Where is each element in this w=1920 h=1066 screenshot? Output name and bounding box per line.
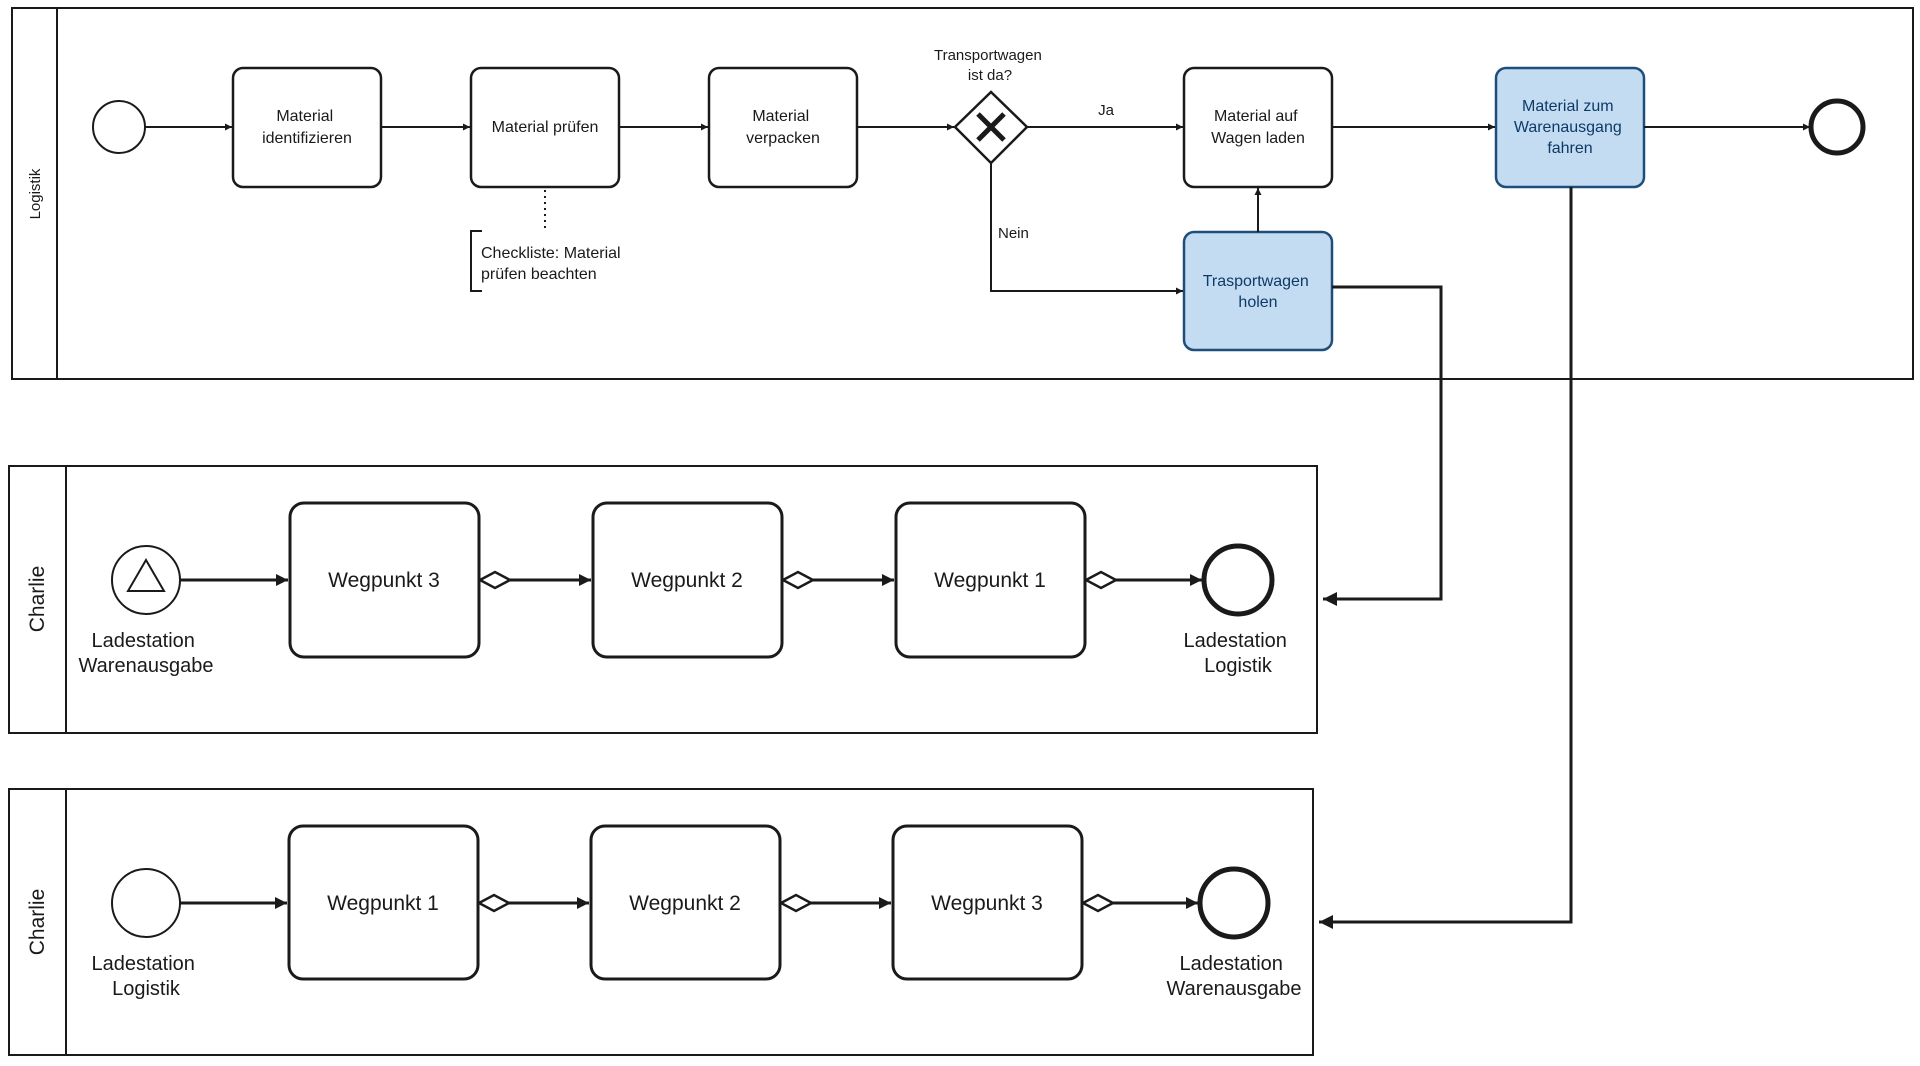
task-material-verpacken[interactable]: Material verpacken — [707, 66, 859, 189]
sequence-flows-logistik — [145, 123, 1810, 295]
charlie2-task-3[interactable]: Wegpunkt 3 — [891, 824, 1084, 981]
task-label: Wegpunkt 3 — [931, 892, 1043, 915]
flow-label-ja: Ja — [1098, 102, 1115, 119]
task-label: Material prüfen — [492, 119, 599, 136]
task-label: Wegpunkt 1 — [327, 892, 439, 915]
svg-text:Material verpacken: Material verpacken — [746, 108, 820, 147]
svg-text:Ladestation Logistik: Ladestation Logistik — [1184, 630, 1293, 677]
svg-text:Transportwagen ist da?: Transportwagen ist da? — [934, 47, 1046, 84]
event-label-line: Logistik — [112, 978, 181, 1000]
svg-text:Ladestation Logistik: Ladestation Logistik — [92, 953, 201, 1000]
task-label: Wegpunkt 1 — [934, 569, 1046, 592]
charlie1-end-event[interactable] — [1201, 543, 1275, 617]
task-material-pruefen[interactable]: Material prüfen — [469, 66, 621, 189]
pool-charlie-2-label: Charlie — [26, 889, 49, 956]
event-label-line: Logistik — [1204, 655, 1273, 677]
pool-logistik: Logistik — [11, 7, 1914, 380]
charlie2-end-event[interactable] — [1197, 866, 1271, 940]
task-label-line: fahren — [1547, 140, 1592, 157]
logistik-end-event[interactable] — [1808, 98, 1866, 156]
charlie2-task-2[interactable]: Wegpunkt 2 — [589, 824, 782, 981]
task-label-line: Material zum — [1522, 98, 1614, 115]
conditional-flow-diamonds — [476, 893, 1116, 913]
triangle-signal-icon — [126, 558, 166, 592]
event-label-line: Ladestation — [92, 630, 195, 652]
task-label-line: Material — [752, 108, 809, 125]
task-material-zum-warenausgang-fahren[interactable]: Material zum Warenausgang fahren — [1494, 66, 1646, 189]
charlie2-task-1[interactable]: Wegpunkt 1 — [287, 824, 480, 981]
gateway-label-line: Transportwagen — [934, 47, 1042, 64]
svg-text:Ladestation Warenausgabe: Ladestation Warenausgabe — [1167, 953, 1302, 1000]
exclusive-gateway[interactable] — [953, 90, 1029, 165]
logistik-start-event[interactable] — [92, 100, 146, 154]
svg-text:Checkliste: Material prü: Checkliste: Material prüfen beachten — [481, 245, 625, 283]
task-label-line: Warenausgang — [1514, 119, 1622, 136]
task-label-line: Trasportwagen — [1203, 273, 1309, 290]
pool-logistik-label: Logistik — [27, 168, 44, 219]
svg-text:Material identifizieren: Material identifizieren — [262, 108, 352, 147]
task-material-identifizieren[interactable]: Material identifizieren — [231, 66, 383, 189]
connector-warenausgang-to-charlie2 — [1319, 187, 1573, 929]
task-label-line: verpacken — [746, 130, 820, 147]
task-trasportwagen-holen[interactable]: Trasportwagen holen — [1182, 230, 1334, 352]
pool-charlie-1-label: Charlie — [26, 566, 49, 633]
event-label-line: Warenausgabe — [79, 655, 214, 677]
gateway-x-icon — [976, 112, 1006, 142]
task-material-auf-wagen-laden[interactable]: Material auf Wagen laden — [1182, 66, 1334, 189]
conditional-flow-diamonds — [477, 570, 1119, 590]
task-label-line: Material — [276, 108, 333, 125]
event-label-line: Warenausgabe — [1167, 978, 1302, 1000]
svg-text:Trasportwagen holen: Trasportwagen holen — [1203, 273, 1314, 311]
pool-charlie-1: Charlie — [8, 465, 1318, 734]
flow-label-nein: Nein — [998, 225, 1029, 242]
task-label: Wegpunkt 2 — [629, 892, 741, 915]
svg-text:Ladestation Warenausgabe: Ladestation Warenausgabe — [79, 630, 214, 677]
annotation-line: Checkliste: Material — [481, 245, 621, 262]
event-label-line: Ladestation — [1184, 630, 1287, 652]
charlie1-task-3[interactable]: Wegpunkt 1 — [894, 501, 1087, 659]
charlie2-start-event[interactable] — [111, 868, 181, 938]
gateway-label-line: ist da? — [968, 67, 1012, 84]
connector-trasportwagen-to-charlie1 — [1323, 285, 1443, 606]
task-label-line: Wagen laden — [1211, 130, 1305, 147]
event-label-line: Ladestation — [1180, 953, 1283, 975]
event-label-line: Ladestation — [92, 953, 195, 975]
task-label-line: identifizieren — [262, 130, 352, 147]
pool-charlie-2: Charlie — [8, 788, 1314, 1056]
charlie1-task-2[interactable]: Wegpunkt 2 — [591, 501, 784, 659]
task-label: Wegpunkt 2 — [631, 569, 743, 592]
annotation-line: prüfen beachten — [481, 266, 597, 283]
task-label-line: holen — [1238, 294, 1277, 311]
svg-text:Material zum Warenausgan: Material zum Warenausgang fahren — [1514, 98, 1626, 157]
text-annotation[interactable]: Checkliste: Material prüfen beachten — [470, 190, 625, 292]
charlie1-task-1[interactable]: Wegpunkt 3 — [288, 501, 481, 659]
charlie1-start-signal-event[interactable] — [111, 545, 181, 615]
task-label-line: Material auf — [1214, 108, 1298, 125]
svg-text:Material auf Wagen laden: Material auf Wagen laden — [1211, 108, 1305, 147]
task-label: Wegpunkt 3 — [328, 569, 440, 592]
